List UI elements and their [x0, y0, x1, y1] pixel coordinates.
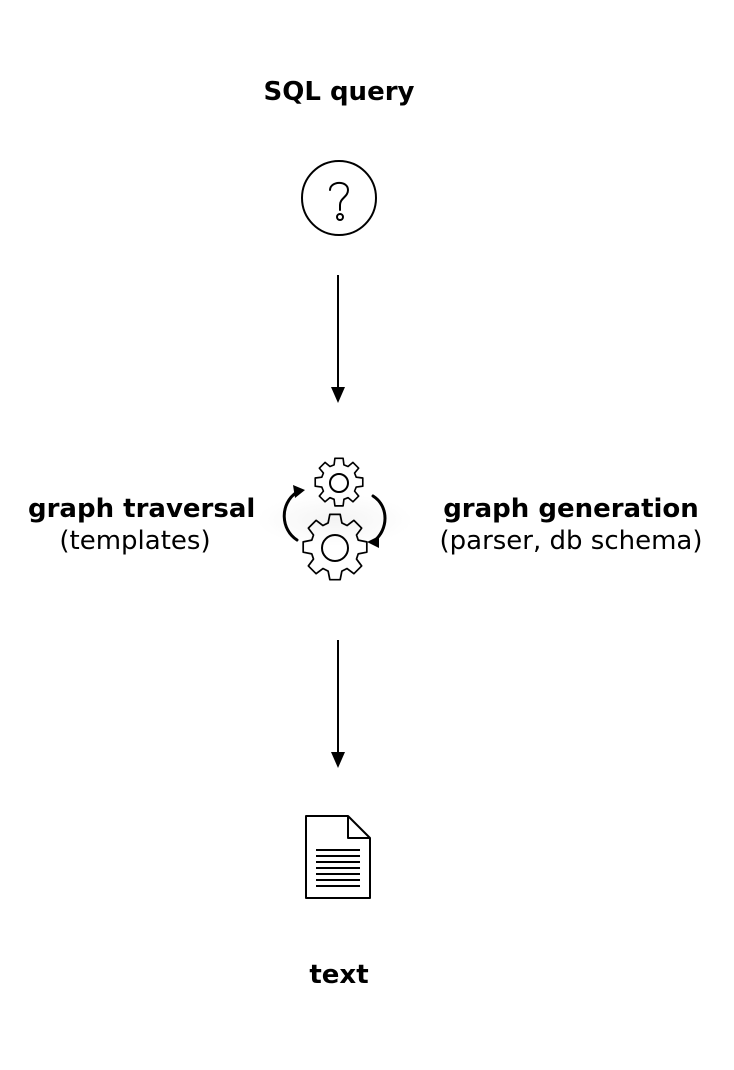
- question-circle-icon: [300, 159, 378, 237]
- sql-query-label: SQL query: [263, 77, 415, 107]
- right-process-label: graph generation (parser, db schema): [428, 493, 714, 557]
- arrow-down-bottom: [326, 640, 350, 770]
- graph-generation-title: graph generation: [443, 494, 699, 524]
- gears-process-icon: [255, 448, 415, 588]
- left-process-label: graph traversal (templates): [28, 493, 256, 557]
- text-label: text: [309, 960, 369, 990]
- document-icon: [304, 814, 372, 900]
- graph-traversal-title: graph traversal: [28, 494, 256, 524]
- arrow-down-top: [326, 275, 350, 405]
- graph-generation-subtitle: (parser, db schema): [439, 526, 703, 556]
- graph-traversal-subtitle: (templates): [59, 526, 211, 556]
